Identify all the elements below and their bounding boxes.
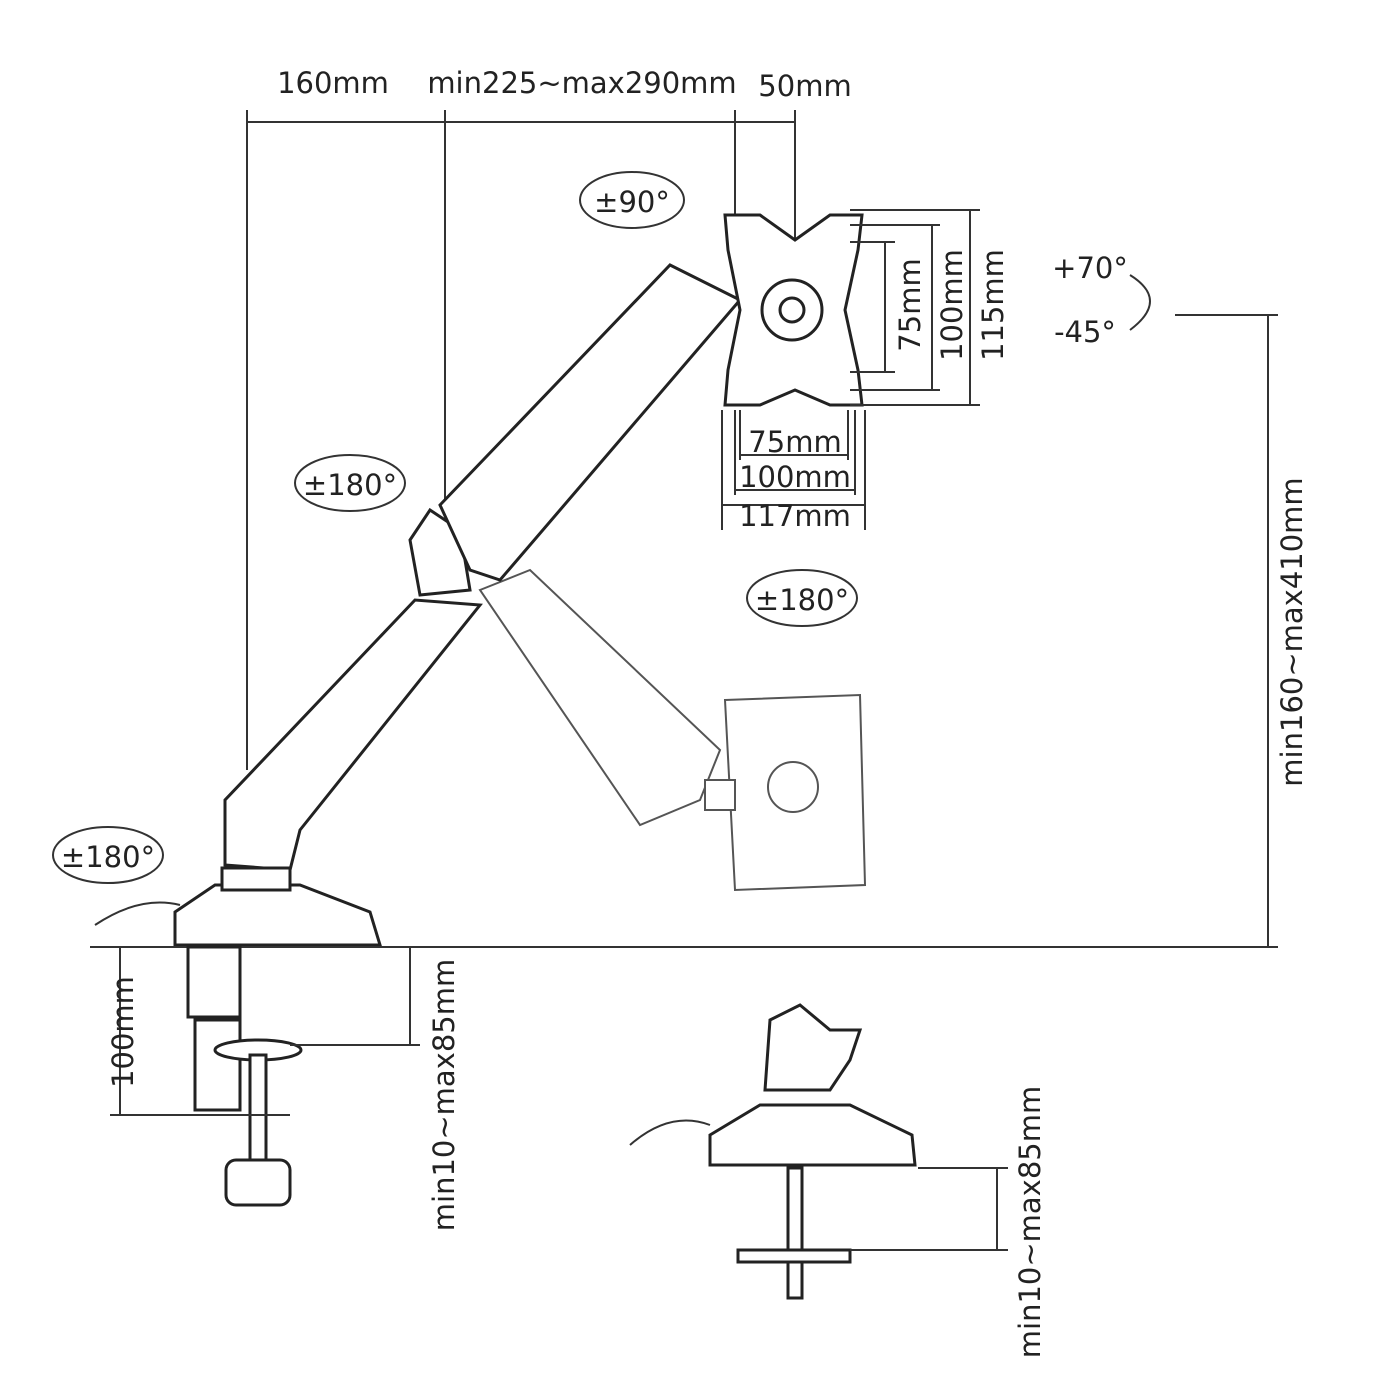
dim-vesa-w-117: 117mm [739, 499, 851, 533]
monitor-arm [173, 263, 743, 947]
svg-text:±90°: ±90° [594, 185, 670, 219]
rotation-icon-base: ±180° [52, 826, 164, 884]
vesa-dimension-lines [721, 209, 980, 530]
rotation-icon-head: ±90° [579, 171, 685, 229]
svg-text:±180°: ±180° [303, 468, 397, 502]
height-dimension [90, 314, 1278, 948]
dim-arm-reach: min225~max290mm [427, 66, 736, 100]
dim-grommet-range: min10~max85mm [1013, 1086, 1047, 1358]
svg-text:±180°: ±180° [755, 583, 849, 617]
dim-height-range: min160~max410mm [1275, 477, 1309, 786]
top-dimension-lines [246, 110, 796, 770]
grommet-mount [629, 1003, 1008, 1300]
dim-vesa-w-75: 75mm [748, 425, 841, 459]
dim-clamp-depth: 100mm [106, 976, 140, 1088]
rotation-icon-swivel: ±180° [746, 569, 858, 627]
svg-text:-45°: -45° [1054, 315, 1116, 349]
dim-vesa-h-75: 75mm [893, 258, 927, 351]
dim-vesa-w-100: 100mm [739, 460, 851, 494]
tilt-icon: +70° -45° [1052, 251, 1151, 349]
desk-clamp [94, 901, 420, 1207]
svg-text:+70°: +70° [1052, 251, 1128, 285]
dim-clamp-range: min10~max85mm [427, 959, 461, 1231]
arm-lower-position [478, 568, 867, 892]
rotation-icon-arm: ±180° [294, 454, 406, 512]
dim-vesa-h-100: 100mm [935, 249, 969, 361]
dim-50mm: 50mm [758, 69, 851, 103]
dim-vesa-h-115: 115mm [976, 249, 1010, 361]
dim-160mm: 160mm [277, 66, 389, 100]
svg-text:±180°: ±180° [61, 840, 155, 874]
vesa-plate [723, 213, 864, 407]
